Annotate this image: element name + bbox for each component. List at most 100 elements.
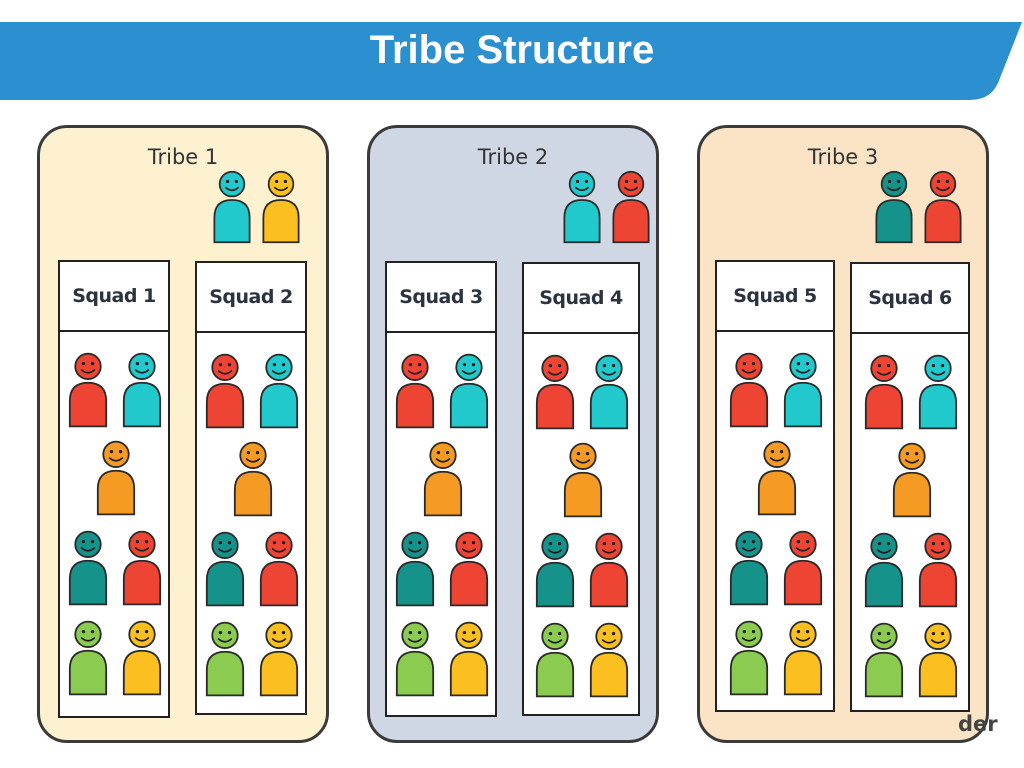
squad-member bbox=[449, 351, 489, 435]
squad-3-column: Squad 3 bbox=[385, 261, 497, 717]
person-icon bbox=[875, 170, 913, 244]
person-head bbox=[929, 170, 957, 198]
person-head bbox=[211, 621, 239, 649]
person-eye bbox=[462, 541, 467, 545]
person-eye bbox=[548, 364, 553, 368]
person-body bbox=[864, 383, 904, 430]
person-head bbox=[401, 353, 429, 381]
person-smile bbox=[930, 639, 946, 644]
squad-member bbox=[423, 439, 463, 523]
tribe-3-panel: Tribe 3 Squad 5 Squad 6 bbox=[697, 125, 989, 743]
banner-background bbox=[0, 22, 1022, 100]
person-eye bbox=[886, 364, 891, 368]
person-smile bbox=[217, 370, 233, 375]
person-eye bbox=[742, 540, 747, 544]
squad-member bbox=[589, 352, 629, 436]
person-body bbox=[259, 560, 299, 607]
person-eye bbox=[557, 364, 562, 368]
person-smile bbox=[108, 457, 124, 462]
person-head bbox=[924, 354, 952, 382]
squad-member bbox=[864, 352, 904, 436]
person-smile bbox=[407, 548, 423, 553]
squad-member bbox=[563, 440, 603, 524]
person-eye bbox=[940, 364, 945, 368]
person-body bbox=[783, 381, 823, 428]
person-smile bbox=[217, 638, 233, 643]
person-body bbox=[395, 650, 435, 697]
person-head bbox=[541, 354, 569, 382]
person-eye bbox=[940, 542, 945, 546]
person-smile bbox=[936, 186, 950, 192]
squad-member bbox=[535, 530, 575, 614]
person-icon bbox=[205, 531, 245, 607]
squad-member bbox=[864, 530, 904, 614]
squad-member bbox=[892, 440, 932, 524]
person-head bbox=[128, 620, 156, 648]
person-icon bbox=[205, 353, 245, 429]
person-eye bbox=[218, 363, 223, 367]
squad-member bbox=[205, 351, 245, 435]
squad-member bbox=[68, 350, 108, 434]
person-icon bbox=[612, 170, 650, 244]
person-body bbox=[262, 199, 300, 244]
person-icon bbox=[729, 352, 769, 428]
person-eye bbox=[611, 364, 616, 368]
person-eye bbox=[109, 450, 114, 454]
person-head bbox=[429, 441, 457, 469]
person-smile bbox=[575, 459, 591, 464]
person-icon bbox=[892, 442, 932, 518]
person-icon bbox=[233, 441, 273, 517]
person-head bbox=[763, 440, 791, 468]
person-head bbox=[218, 170, 246, 198]
person-icon bbox=[729, 530, 769, 606]
person-icon bbox=[757, 440, 797, 516]
person-eye bbox=[218, 541, 223, 545]
person-icon bbox=[918, 532, 958, 608]
person-eye bbox=[462, 363, 467, 367]
person-body bbox=[259, 650, 299, 697]
person-eye bbox=[751, 630, 756, 634]
person-eye bbox=[557, 632, 562, 636]
person-head bbox=[789, 352, 817, 380]
person-eye bbox=[227, 363, 232, 367]
person-smile bbox=[876, 639, 892, 644]
person-icon bbox=[122, 352, 162, 428]
squad-member bbox=[259, 529, 299, 613]
person-eye bbox=[576, 179, 580, 184]
person-icon bbox=[924, 170, 962, 244]
squad-member bbox=[395, 619, 435, 703]
squad-member bbox=[395, 351, 435, 435]
person-body bbox=[729, 559, 769, 606]
person-icon bbox=[395, 353, 435, 429]
person-eye bbox=[931, 632, 936, 636]
person-eye bbox=[945, 179, 949, 184]
person-head bbox=[595, 622, 623, 650]
person-body bbox=[563, 471, 603, 518]
person-eye bbox=[436, 451, 441, 455]
tribe-1-panel: Tribe 1 Squad 1 Squad 2 bbox=[37, 125, 329, 743]
person-body bbox=[205, 560, 245, 607]
squad-member bbox=[259, 619, 299, 703]
person-head bbox=[541, 622, 569, 650]
person-body bbox=[535, 561, 575, 608]
person-eye bbox=[81, 630, 86, 634]
tribe-label: Tribe 2 bbox=[477, 145, 549, 169]
person-eye bbox=[888, 179, 892, 184]
person-head bbox=[569, 442, 597, 470]
person-smile bbox=[271, 548, 287, 553]
squad-member bbox=[783, 350, 823, 434]
person-smile bbox=[887, 186, 901, 192]
person-eye bbox=[408, 363, 413, 367]
person-icon bbox=[864, 622, 904, 698]
squad-member bbox=[205, 529, 245, 613]
person-eye bbox=[144, 540, 149, 544]
person-icon bbox=[68, 352, 108, 428]
person-eye bbox=[255, 451, 260, 455]
person-eye bbox=[408, 541, 413, 545]
person-eye bbox=[445, 451, 450, 455]
person-head bbox=[568, 170, 596, 198]
person-eye bbox=[417, 631, 422, 635]
squad-member bbox=[589, 530, 629, 614]
person-eye bbox=[234, 179, 238, 184]
page-title: Tribe Structure bbox=[369, 28, 655, 72]
